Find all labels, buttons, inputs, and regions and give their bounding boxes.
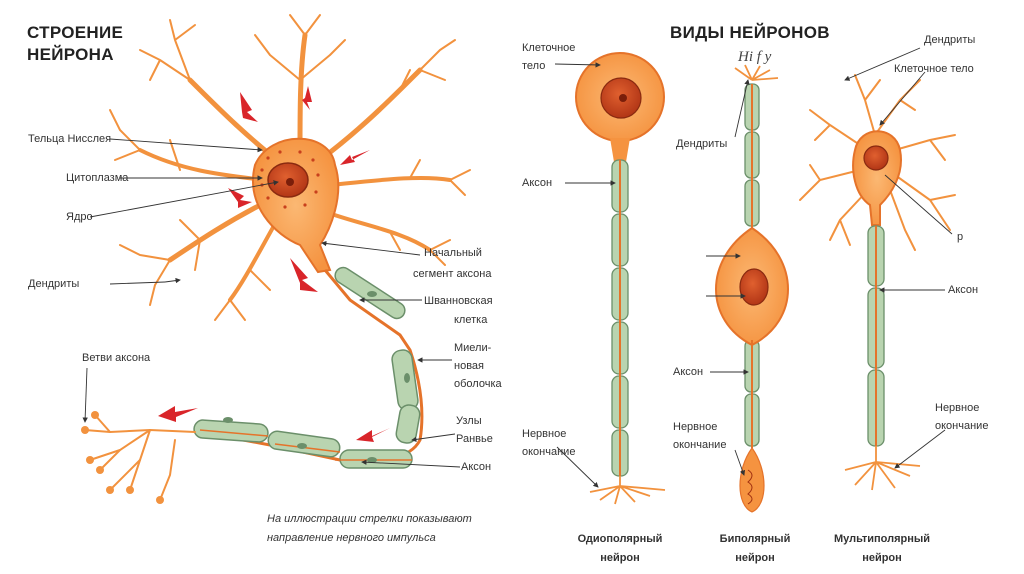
unipolar-neuron	[575, 52, 666, 505]
label-cytoplasm: Цитоплазма	[66, 172, 129, 184]
label-multi-ending-line2: окончание	[935, 420, 989, 432]
multipolar-neuron	[799, 74, 956, 491]
label-nissl-bodies: Тельца Нисслея	[28, 133, 112, 145]
bipolar-name-line1: Биполярный	[719, 533, 791, 545]
label-axon-left: Аксон	[461, 461, 492, 473]
label-initial-segment-line2: сегмент аксона	[413, 268, 492, 280]
structure-title-line1: СТРОЕНИЕ	[27, 23, 124, 42]
bipolar-neuron	[715, 64, 789, 513]
label-uni-cell-body-line1: Клеточное	[522, 42, 576, 54]
note-line1: На иллюстрации стрелки показывают	[267, 513, 472, 525]
label-ranvier-line2: Ранвье	[456, 433, 493, 445]
left-pointer-lines	[82, 138, 461, 468]
label-uni-ending-line1: Нервное	[522, 428, 567, 440]
note-line2: направление нервного импульса	[267, 532, 436, 544]
label-myelin-line3: оболочка	[454, 378, 502, 390]
label-multi-ending-line1: Нервное	[935, 402, 980, 414]
label-multi-dendrites: Дендриты	[924, 34, 976, 46]
bipolar-name-line2: нейрон	[735, 552, 775, 564]
label-multi-axon: Аксон	[948, 284, 979, 296]
unipolar-name-line2: нейрон	[600, 552, 640, 564]
unipolar-name-line1: Одиополярный	[577, 533, 663, 545]
label-dendrites-left: Дендриты	[28, 278, 80, 290]
schwann-nuclei	[223, 291, 410, 463]
label-ranvier-line1: Узлы	[456, 415, 482, 427]
label-myelin-line2: новая	[454, 360, 484, 372]
multipolar-name-line1: Мультиполярный	[833, 533, 931, 545]
label-multi-cell-body: Клеточное тело	[894, 63, 974, 75]
right-pointer-lines	[554, 47, 953, 488]
label-bi-ending-line1: Нервное	[673, 421, 718, 433]
axon-terminal-branches	[84, 414, 196, 501]
multipolar-name-line2: нейрон	[862, 552, 902, 564]
label-multi-cut-letter: р	[957, 231, 964, 243]
structure-title-line2: НЕЙРОНА	[27, 45, 114, 64]
myelin-segments	[193, 266, 421, 469]
label-uni-ending-line2: окончание	[522, 446, 576, 458]
label-initial-segment-line1: Начальный	[424, 247, 482, 259]
types-title: ВИДЫ НЕЙРОНОВ	[670, 23, 830, 42]
label-uni-axon: Аксон	[522, 177, 553, 189]
label-myelin-line1: Миели-	[454, 342, 492, 354]
label-bi-dendrites: Дендриты	[676, 138, 728, 150]
label-bi-axon: Аксон	[673, 366, 704, 378]
label-axon-branches: Ветви аксона	[82, 352, 151, 364]
label-schwann-line2: клетка	[454, 314, 488, 326]
label-bi-ending-line2: окончание	[673, 439, 727, 451]
neuron-soma	[252, 137, 340, 274]
label-schwann-line1: Шванновская	[424, 295, 493, 307]
nissl-bodies	[260, 150, 320, 209]
handwritten-note: Hi f y	[738, 49, 772, 65]
label-nucleus: Ядро	[66, 211, 93, 223]
label-uni-cell-body-line2: тело	[522, 60, 546, 72]
impulse-direction-arrows	[158, 86, 390, 442]
axon-terminal-buttons	[81, 411, 164, 504]
